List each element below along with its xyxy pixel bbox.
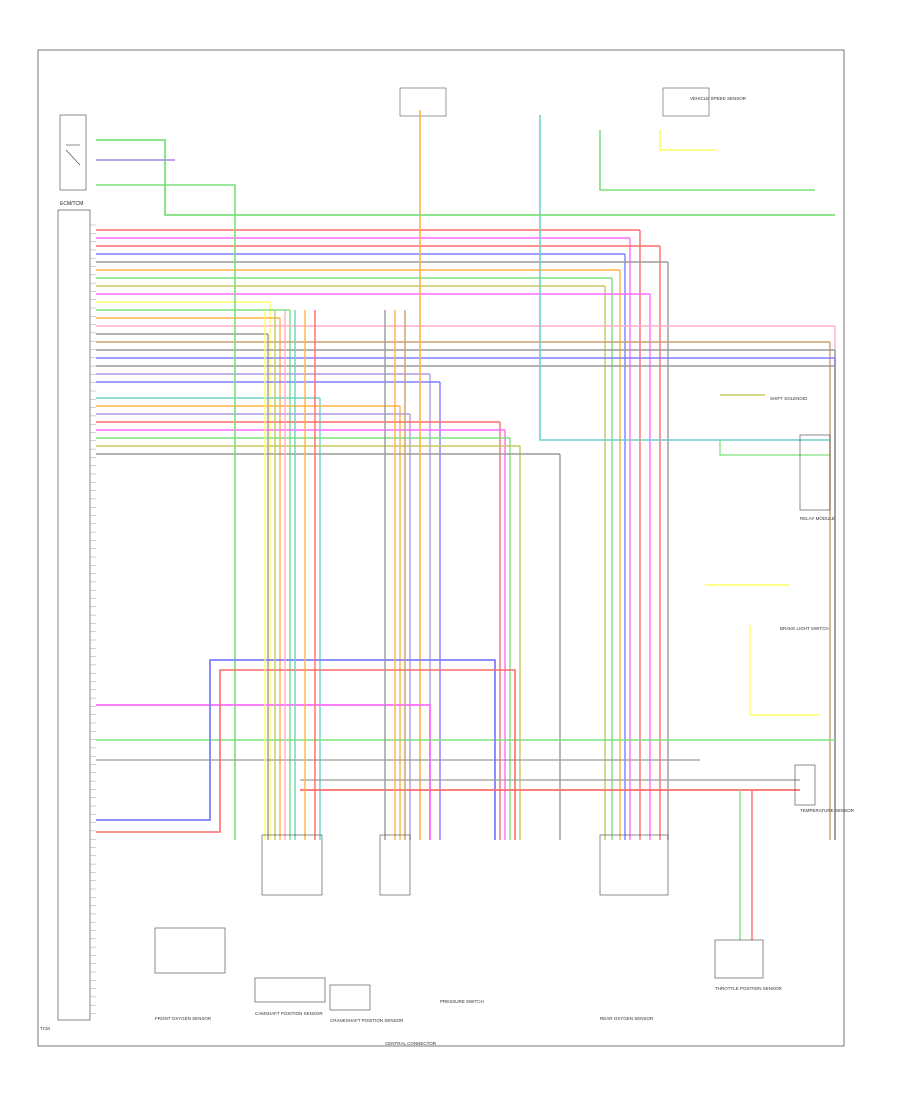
wire: [96, 704, 431, 840]
label-shift-solenoid: SHIFT SOLENOID: [770, 396, 808, 401]
wire: [96, 139, 835, 216]
label-vehicle-speed: VEHICLE SPEED SENSOR: [690, 96, 747, 101]
wire: [539, 115, 830, 441]
label-relay-module: RELAY MODULE: [800, 516, 835, 521]
wire: [749, 625, 820, 716]
label-crank-sensor: CRANKSHAFT POSITION SENSOR: [330, 1018, 404, 1023]
label-camshaft-sensor: CAMSHAFT POSITION SENSOR: [255, 1011, 323, 1016]
diagram-border: [37, 49, 845, 1047]
wire: [96, 669, 516, 840]
ecm-connector: ECM/TCM: [57, 201, 96, 1021]
wire: [659, 130, 715, 151]
bottom-connectors: [154, 434, 831, 1011]
label-pressure-switch: PRESSURE SWITCH: [440, 999, 484, 1004]
label-throttle-sensor: THROTTLE POSITION SENSOR: [715, 986, 783, 991]
label-front-sensor: FRONT OXYGEN SENSOR: [155, 1016, 212, 1021]
pin-ticks: [90, 224, 96, 1014]
wire-layer: [96, 110, 836, 940]
ignition-switch: [59, 114, 87, 191]
label-rear-sensor: REAR OXYGEN SENSOR: [600, 1016, 654, 1021]
label-temp-sensor: TEMPERATURE SENSOR: [800, 808, 855, 813]
footer-left: TCM: [40, 1026, 50, 1031]
wire: [96, 184, 236, 840]
label-brake-switch: BRAKE LIGHT SWITCH: [780, 626, 829, 631]
footer-center: CENTRAL CONNECTOR: [385, 1041, 437, 1046]
module-label: ECM/TCM: [60, 201, 83, 207]
fuse-headers: [399, 87, 710, 117]
wire: [599, 130, 815, 191]
wire: [96, 659, 496, 840]
wire: [719, 440, 830, 456]
